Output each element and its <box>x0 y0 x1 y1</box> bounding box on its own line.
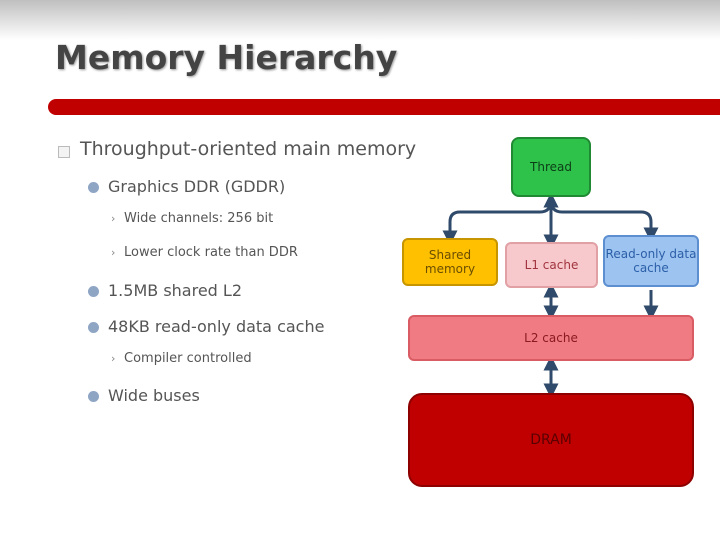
shared-memory-box: Shared memory <box>402 238 498 286</box>
bullet-item: 48KB read-only data cache <box>108 317 325 336</box>
title-accent-bar <box>48 99 720 115</box>
bullet-item: Graphics DDR (GDDR) <box>108 177 286 196</box>
bullet-item: Compiler controlled <box>124 351 252 366</box>
thread-to-shared-connector <box>442 192 559 246</box>
slide-title: Memory Hierarchy <box>55 38 398 77</box>
circle-bullet-icon <box>88 322 99 333</box>
arrow-bullet-icon: › <box>111 246 116 259</box>
read-only-data-cache-box: Read-only data cache <box>603 235 699 287</box>
square-bullet-icon <box>58 146 70 158</box>
thread-to-readonly-connector <box>549 199 659 243</box>
arrow-bullet-icon: › <box>111 352 116 365</box>
bullet-item: Lower clock rate than DDR <box>124 245 298 260</box>
bullet-item: Wide channels: 256 bit <box>124 211 274 226</box>
bullet-item: Throughput-oriented main memory <box>80 138 417 160</box>
dram-box: DRAM <box>408 393 694 487</box>
top-shade <box>0 0 720 40</box>
circle-bullet-icon <box>88 391 99 402</box>
thread-box: Thread <box>511 137 591 197</box>
l1-cache-box: L1 cache <box>505 242 598 288</box>
l2-cache-box: L2 cache <box>408 315 694 361</box>
bullet-item: 1.5MB shared L2 <box>108 281 242 300</box>
circle-bullet-icon <box>88 182 99 193</box>
bullet-item: Wide buses <box>108 386 200 405</box>
arrow-bullet-icon: › <box>111 212 116 225</box>
circle-bullet-icon <box>88 286 99 297</box>
